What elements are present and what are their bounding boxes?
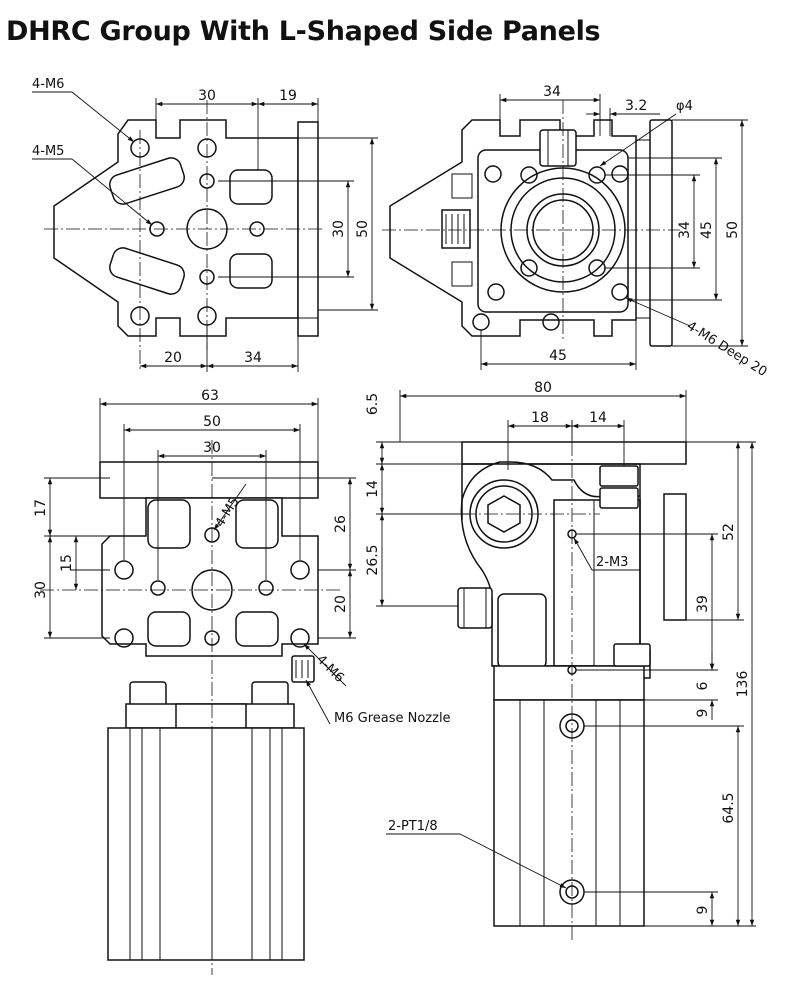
top-right-view: 34 3.2 φ4 34 45 50 45 4-M6 Deep 20 (382, 84, 769, 380)
bottom-left-view: 63 50 30 17 15 30 26 20 4-M5 4-M6 M6 Gre… (33, 388, 451, 975)
tr-hole (542, 313, 560, 331)
dim-label: 45 (699, 221, 715, 239)
dim-label: 14 (589, 410, 607, 426)
dim-label: 30 (33, 581, 49, 599)
page-title: DHRC Group With L-Shaped Side Panels (6, 16, 601, 47)
dim-label: 20 (164, 350, 182, 366)
callout-label: 4-M6 (313, 652, 347, 686)
dim-label: 30 (203, 440, 221, 456)
bl-main-plate (101, 497, 319, 657)
tr-hole (611, 283, 629, 301)
dim-label: 20 (333, 595, 349, 613)
dim-label: 6 (695, 681, 711, 690)
bl-hole (290, 628, 310, 648)
dim-label: 34 (543, 84, 561, 100)
dim-label: 34 (244, 350, 262, 366)
dim-label: 17 (33, 499, 49, 517)
dim-label: 50 (203, 414, 221, 430)
dim-label: 19 (279, 88, 297, 104)
tr-hole (520, 166, 538, 184)
br-cylinder (493, 665, 645, 701)
dim-label: 9 (695, 709, 711, 718)
dim-label: 15 (59, 554, 75, 572)
dim-label: 30 (331, 220, 347, 238)
dim-label: 50 (725, 221, 741, 239)
dim-label: 30 (198, 88, 216, 104)
dim-label: 3.2 (625, 98, 647, 114)
callout-label: 2-M3 (596, 555, 628, 570)
tr-hole (484, 165, 502, 183)
callout-label: 2-PT1/8 (388, 819, 438, 834)
callout-label: M6 Grease Nozzle (334, 711, 451, 726)
dim-label: 63 (201, 388, 219, 404)
tl-slot (229, 253, 273, 289)
bl-hole (114, 560, 134, 580)
dim-label: 6.5 (365, 393, 381, 415)
bl-slot (235, 611, 279, 647)
bl-center-bore (191, 569, 233, 611)
dim-label: 14 (365, 480, 381, 498)
dim-label: 9 (695, 906, 711, 915)
tr-side-panel (649, 119, 673, 347)
tr-hole (611, 165, 629, 183)
tl-slot (229, 169, 273, 205)
dim-label: 50 (355, 220, 371, 238)
bl-cylinder (107, 727, 305, 961)
dim-label: 34 (677, 221, 693, 239)
dim-label: 26 (333, 515, 349, 533)
br-nut (599, 465, 639, 487)
bl-hole (290, 560, 310, 580)
bl-slot (147, 499, 191, 549)
bl-hole (258, 580, 274, 596)
bl-slot (147, 611, 191, 647)
callout-label: 4-M6 (32, 77, 64, 92)
callout-label: φ4 (676, 99, 693, 114)
bl-hole (150, 580, 166, 596)
br-side-plate (663, 493, 687, 621)
dim-label: 26.5 (365, 544, 381, 575)
br-hex-bolt (487, 495, 521, 533)
tr-hole (487, 283, 505, 301)
br-top-plate (461, 441, 687, 465)
tl-slot (109, 157, 185, 205)
bottom-right-view: 80 18 14 6.5 14 26.5 52 39 (365, 380, 756, 940)
tr-top-nozzle (539, 129, 577, 167)
tl-slot (109, 247, 185, 295)
bl-grease-nozzle (291, 655, 315, 683)
tr-hole (520, 259, 538, 277)
top-left-view: 30 19 30 50 20 34 4-M6 4-M5 (32, 77, 378, 372)
dim-label: 52 (721, 523, 737, 541)
dim-label: 45 (549, 348, 567, 364)
tl-body-outline (53, 119, 299, 337)
tr-fitting (441, 209, 471, 249)
bl-hole (114, 628, 134, 648)
callout-label: 4-M6 Deep 20 (684, 319, 770, 380)
callout-label: 4-M5 (32, 144, 64, 159)
dim-label: 18 (531, 410, 549, 426)
bl-slot (235, 499, 279, 549)
br-side-bolt (457, 587, 493, 629)
dim-label: 39 (695, 595, 711, 613)
dim-label: 80 (534, 380, 552, 396)
dim-label: 64.5 (721, 792, 737, 823)
dim-label: 136 (735, 671, 751, 698)
bl-back-plate (99, 461, 319, 499)
